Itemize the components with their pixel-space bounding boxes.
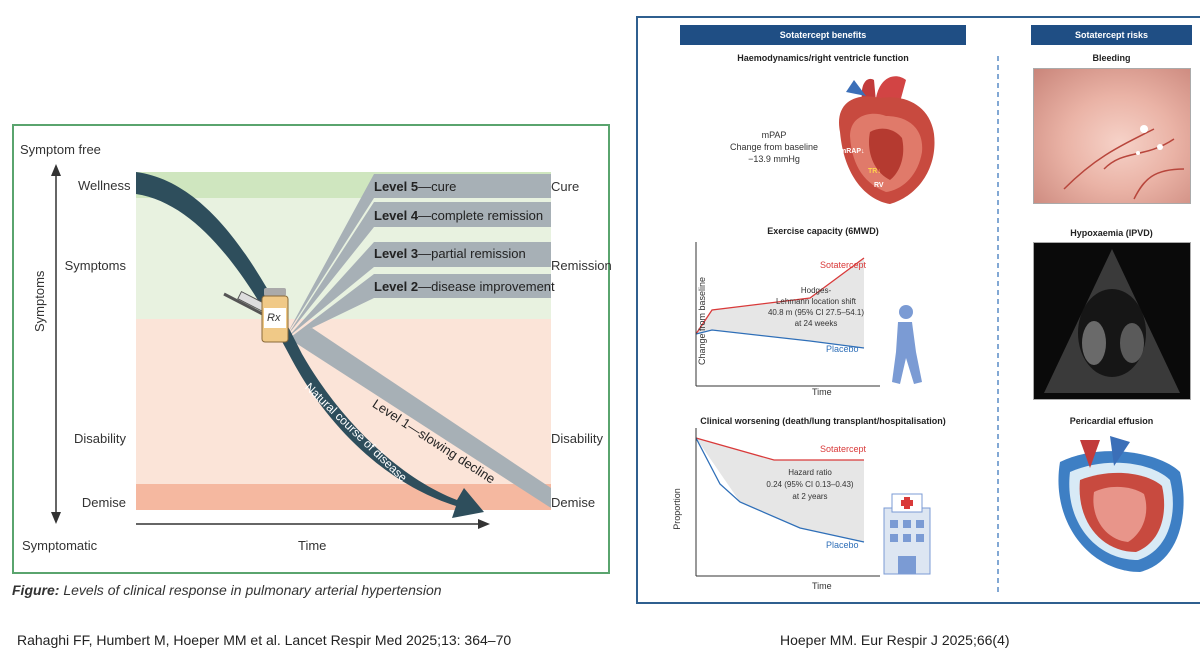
reference-right: Hoeper MM. Eur Respir J 2025;66(4) xyxy=(780,632,1010,648)
worsening-ylabel: Proportion xyxy=(671,488,682,530)
exercise-placebo-line xyxy=(695,329,865,349)
symptom-free-label: Symptom free xyxy=(20,142,101,157)
worsening-note-1: Hazard ratio xyxy=(788,468,832,477)
demise-band xyxy=(136,484,551,510)
time-axis-label: Time xyxy=(298,538,327,553)
worsening-note-3: at 2 years xyxy=(792,492,828,501)
worsening-chart xyxy=(695,428,931,577)
exercise-note-4: at 24 weeks xyxy=(794,319,838,328)
echo-image xyxy=(1033,242,1191,400)
outcome-cure: Cure xyxy=(551,179,580,194)
level2-label: Level 2—disease improvement xyxy=(374,279,555,294)
level3-bar xyxy=(287,242,551,338)
worsening-placebo-line xyxy=(695,437,865,543)
y-axis-arrow-up xyxy=(51,164,61,176)
stage-symptoms: Symptoms xyxy=(64,258,126,273)
symptoms-axis-label: Symptoms xyxy=(32,270,47,332)
level1-bar xyxy=(288,328,551,508)
x-axis-arrow xyxy=(478,519,490,529)
symptomatic-label: Symptomatic xyxy=(22,538,98,553)
stage-demise: Demise xyxy=(81,495,126,510)
reference-left: Rahaghi FF, Humbert M, Hoeper MM et al. … xyxy=(17,632,512,648)
echo-cone xyxy=(1044,249,1180,393)
exercise-ylabel: Change from baseline xyxy=(697,276,708,366)
mpap-label: mPAP xyxy=(761,130,787,140)
level3-label: Level 3—partial remission xyxy=(374,246,526,261)
worsening-placebo-label: Placebo xyxy=(826,540,859,550)
worsening-title: Clinical worsening (death/lung transplan… xyxy=(700,416,946,426)
clinical-response-diagram xyxy=(51,164,551,529)
stage-disability: Disability xyxy=(73,431,126,446)
outcome-remission: Remission xyxy=(551,258,612,273)
mpap-value: −13.9 mmHg xyxy=(748,154,800,164)
level4-bar xyxy=(287,202,551,336)
pericardial-effusion-icon xyxy=(1058,436,1184,572)
outcome-disability: Disability xyxy=(551,431,604,446)
rx-label: Rx xyxy=(267,312,281,324)
rx-bottle-icon xyxy=(261,288,289,343)
mpap-change-label: Change from baseline xyxy=(729,142,819,152)
risks-header: Sotatercept risks xyxy=(1031,25,1192,45)
worsening-sotatercept-label: Sotatercept xyxy=(820,444,867,454)
exercise-note-3: 40.8 m (95% CI 27.5–54.1) xyxy=(767,308,865,317)
benefits-header: Sotatercept benefits xyxy=(680,25,966,45)
y-axis-arrow-down xyxy=(51,512,61,524)
level5-label: Level 5—cure xyxy=(374,179,457,194)
walking-person-icon xyxy=(892,305,922,384)
exercise-note-1: Hodges- xyxy=(800,286,832,295)
bleeding-photo xyxy=(1033,68,1191,204)
haemodynamics-title: Haemodynamics/right ventricle function xyxy=(737,53,909,63)
worsening-note-2: 0.24 (95% CI 0.13–0.43) xyxy=(766,480,854,489)
heart-label-tr: TR↓ xyxy=(868,168,881,175)
bleeding-vessels xyxy=(1063,125,1185,200)
exercise-chart xyxy=(695,242,922,387)
worsening-xlabel: Time xyxy=(812,581,832,591)
pericardial-title: Pericardial effusion xyxy=(1069,416,1154,426)
level2-bar xyxy=(287,274,551,340)
exercise-xlabel: Time xyxy=(812,387,832,397)
outcome-demise: Demise xyxy=(551,495,596,510)
exercise-note-2: Lehmann location shift xyxy=(775,297,857,306)
level4-label: Level 4—complete remission xyxy=(374,208,544,223)
bleeding-title: Bleeding xyxy=(1092,53,1131,63)
hypoxaemia-title: Hypoxaemia (IPVD) xyxy=(1070,228,1153,238)
heart-icon xyxy=(839,76,935,204)
exercise-sotatercept-line xyxy=(695,257,865,335)
exercise-placebo-label: Placebo xyxy=(826,344,859,354)
column-divider xyxy=(997,56,999,596)
level5-bar xyxy=(287,174,551,334)
worsening-gap-area xyxy=(696,438,864,542)
worsening-sotatercept-line xyxy=(695,437,864,461)
figure-caption: Figure: Levels of clinical response in p… xyxy=(12,582,442,598)
exercise-gap-area xyxy=(696,258,864,348)
hospital-icon xyxy=(883,493,931,575)
exercise-sotatercept-label: Sotatercept xyxy=(820,260,867,270)
heart-label-mrap: mRAP↓ xyxy=(840,148,865,155)
heart-label-rv: RV xyxy=(874,182,884,189)
exercise-title: Exercise capacity (6MWD) xyxy=(767,226,879,236)
stage-wellness: Wellness xyxy=(78,178,131,193)
